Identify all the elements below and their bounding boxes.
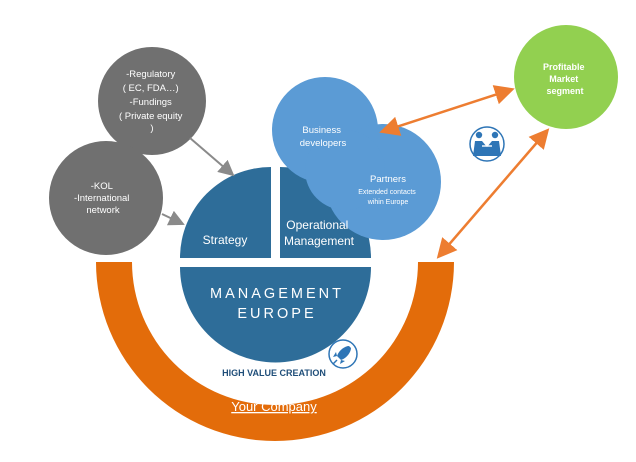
cloud-market-arrow [379,85,515,136]
handshake-icon [469,126,505,162]
partners-title: Partners [370,174,406,185]
rocket-icon [328,339,358,369]
operational-management-segment [280,167,371,258]
management-europe-segment [180,267,371,363]
partners-cloud [272,77,441,240]
regulatory-arrow [189,137,235,177]
profitable-market-circle [514,25,618,129]
europe-label: EUROPE [237,306,316,322]
business-developers-label: Business developers [300,125,347,149]
kol-label: -KOL -International network [74,181,132,216]
strategy-segment [180,167,271,258]
management-label: MANAGEMENT [210,286,344,302]
kol-arrow [161,210,185,226]
operational-management-label: Operational Management [284,218,355,248]
company-market-arrow [436,128,550,259]
regulatory-circle [98,47,206,155]
your-company-label: Your Company [231,399,317,414]
strategy-label: Strategy [203,233,248,247]
profitable-market-label: Profitable Market segment [543,62,587,96]
regulatory-label: -Regulatory ( EC, FDA…) -Fundings ( Priv… [119,69,185,134]
your-company-arc [96,262,454,441]
partners-subtitle: Extended contacts wihin Europe [358,189,418,206]
kol-circle [49,141,163,255]
high-value-creation-label: HIGH VALUE CREATION [222,368,326,378]
